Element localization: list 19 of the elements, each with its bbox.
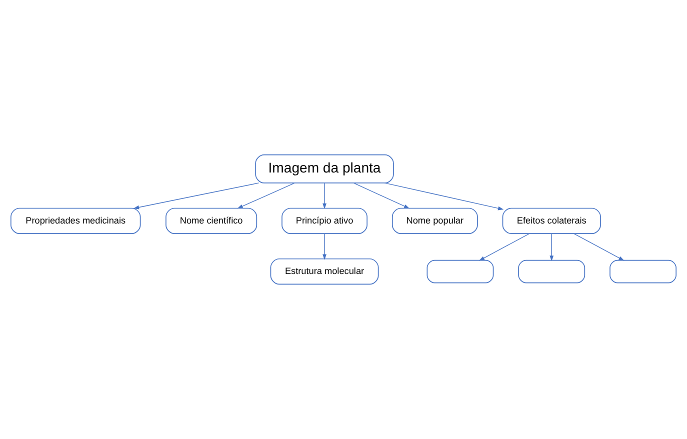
arrow [237, 182, 295, 209]
node-box: Princípio ativo [282, 208, 368, 234]
arrow [322, 182, 326, 210]
arrow [353, 182, 410, 209]
node-box [426, 260, 494, 284]
arrow [550, 233, 554, 262]
arrow [478, 233, 530, 261]
node-box: Imagem da planta [255, 154, 394, 184]
arrow [574, 233, 624, 261]
node-box: Nome popular [392, 208, 478, 234]
node-box [610, 260, 676, 284]
node-box: Propriedades medicinais [10, 208, 141, 234]
arrow [322, 233, 326, 260]
node-box: Estrutura molecular [270, 258, 379, 285]
arrow [133, 182, 260, 210]
node-box: Efeitos colaterais [502, 208, 601, 234]
node-box [518, 260, 586, 284]
arrow [384, 182, 504, 210]
node-box: Nome científico [166, 208, 258, 234]
